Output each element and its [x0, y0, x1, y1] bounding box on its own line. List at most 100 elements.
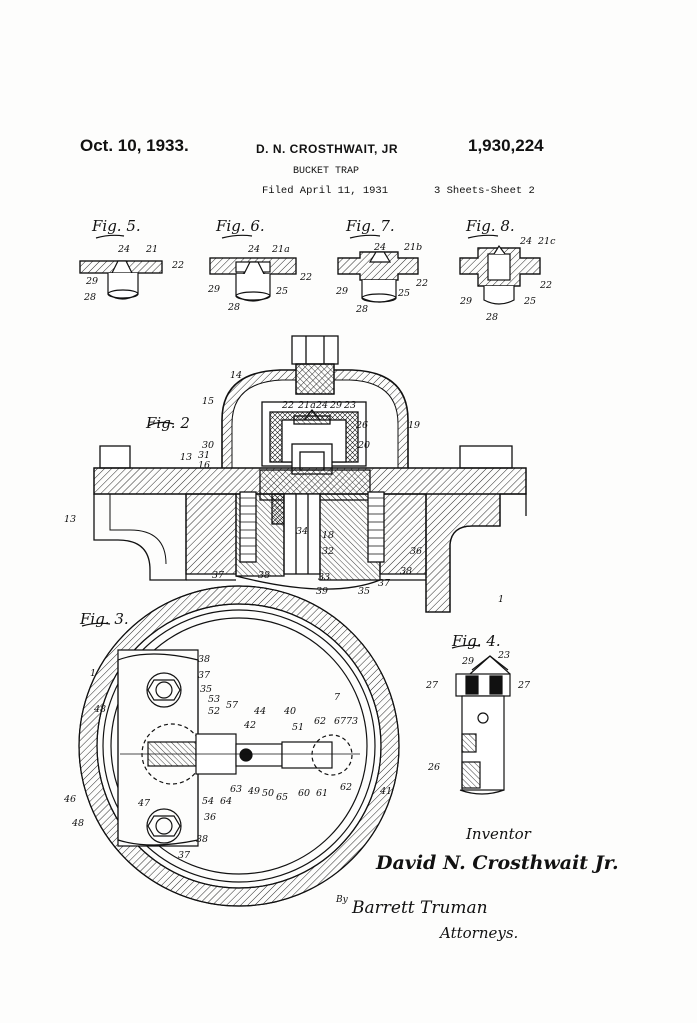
ref-numeral: 29: [460, 296, 473, 307]
ref-numeral: 31: [198, 450, 211, 461]
ref-numeral: 13: [64, 514, 77, 525]
ref-numeral: 32: [322, 546, 335, 557]
ref-numeral: 24: [248, 244, 261, 255]
ref-numeral: 37: [212, 570, 225, 581]
ref-numeral: 21a: [298, 400, 316, 411]
ref-numeral: 37: [198, 670, 211, 681]
ref-numeral: 38: [400, 566, 413, 577]
ref-numeral: 54: [202, 796, 215, 807]
figure-8-drawing: [459, 234, 541, 305]
attorney-signature: Barrett Truman: [352, 898, 488, 918]
by-label: By: [336, 895, 348, 905]
ref-numeral: 30: [202, 440, 215, 451]
ref-numeral: 41: [380, 786, 393, 797]
filing-date: Filed April 11, 1931: [262, 185, 389, 197]
ref-numeral: 35: [358, 586, 371, 597]
ref-numeral: 60: [298, 788, 311, 799]
ref-numeral: 37: [378, 578, 391, 589]
ref-numeral: 27: [426, 680, 439, 691]
ref-numeral: 34: [296, 526, 309, 537]
ref-numeral: 24: [374, 242, 387, 253]
ref-numeral: 29: [462, 656, 475, 667]
figure-3-drawing: [78, 585, 400, 907]
ref-numeral: 22: [172, 260, 185, 271]
ref-numeral: 24: [118, 244, 131, 255]
ref-numeral: 44: [254, 706, 267, 717]
ref-numeral: 15: [202, 396, 215, 407]
ref-numeral: 53: [208, 694, 221, 705]
ref-numeral: 27: [518, 680, 531, 691]
ref-numeral: 25: [276, 286, 289, 297]
fig-2-label: Fig. 2: [146, 414, 190, 432]
ref-numeral: 38: [196, 834, 209, 845]
ref-numeral: 19: [408, 420, 421, 431]
sheet-count: 3 Sheets-Sheet 2: [434, 185, 535, 197]
ref-numeral: 24: [316, 400, 329, 411]
fig-6-label: Fig. 6.: [216, 217, 265, 235]
ref-numeral: 28: [356, 304, 369, 315]
ref-numeral: 29: [330, 400, 343, 411]
ref-numeral: 22: [416, 278, 429, 289]
inventor-label: Inventor: [466, 825, 531, 843]
ref-numeral: 39: [316, 586, 329, 597]
ref-numeral: 38: [258, 570, 271, 581]
ref-numeral: 64: [220, 796, 233, 807]
ref-numeral: 52: [208, 706, 221, 717]
ref-numeral: 13: [180, 452, 193, 463]
ref-numeral: 35: [200, 684, 213, 695]
inventor-signature: David N. Crosthwait Jr.: [376, 852, 619, 874]
ref-numeral: 22: [282, 400, 295, 411]
fig-3-label: Fig. 3.: [80, 610, 129, 628]
ref-numeral: 25: [398, 288, 411, 299]
inventor-header: D. N. CROSTHWAIT, JR: [256, 142, 399, 156]
invention-title: BUCKET TRAP: [293, 166, 360, 177]
ref-numeral: 48: [94, 704, 107, 715]
ref-numeral: 21: [146, 244, 159, 255]
ref-numeral: 22: [540, 280, 553, 291]
ref-numeral: 22: [300, 272, 313, 283]
ref-numeral: 1: [498, 594, 505, 605]
ref-numeral: 28: [486, 312, 499, 323]
ref-numeral: 47: [138, 798, 151, 809]
ref-numeral: 38: [198, 654, 211, 665]
ref-numeral: 28: [84, 292, 97, 303]
ref-numeral: 62: [340, 782, 353, 793]
fig-7-label: Fig. 7.: [346, 217, 395, 235]
ref-numeral: 63: [230, 784, 243, 795]
ref-numeral: 49: [248, 786, 261, 797]
ref-numeral: 18: [322, 530, 335, 541]
ref-numeral: 28: [228, 302, 241, 313]
ref-numeral: 42: [244, 720, 257, 731]
ref-numeral: 21c: [538, 236, 556, 247]
ref-numeral: 23: [498, 650, 511, 661]
ref-numeral: 36: [410, 546, 423, 557]
ref-numeral: 26: [428, 762, 441, 773]
ref-numeral: 29: [336, 286, 349, 297]
patent-number: 1,930,224: [468, 136, 544, 155]
ref-numeral: 26: [356, 420, 369, 431]
ref-numeral: 65: [276, 792, 289, 803]
ref-numeral: 29: [86, 276, 99, 287]
ref-numeral: 61: [316, 788, 329, 799]
ref-numeral: 46: [64, 794, 77, 805]
ref-numeral: 7: [334, 692, 341, 703]
ref-numeral: 21a: [272, 244, 290, 255]
ref-numeral: 23: [344, 400, 357, 411]
ref-numeral: 48: [72, 818, 85, 829]
ref-numeral: 20: [358, 440, 371, 451]
ref-numeral: 67: [334, 716, 347, 727]
ref-numeral: 51: [292, 722, 305, 733]
ref-numeral: 29: [208, 284, 221, 295]
ref-numeral: 25: [524, 296, 537, 307]
figure-7-drawing: [337, 234, 419, 303]
ref-numeral: 14: [230, 370, 243, 381]
ref-numeral: 37: [178, 850, 191, 861]
figure-5-drawing: [79, 234, 163, 300]
ref-numeral: 57: [226, 700, 239, 711]
ref-numeral: 73: [346, 716, 359, 727]
ref-numeral: 33: [318, 572, 331, 583]
attorneys-label: Attorneys.: [440, 924, 519, 942]
figure-2-drawing: [93, 335, 527, 613]
